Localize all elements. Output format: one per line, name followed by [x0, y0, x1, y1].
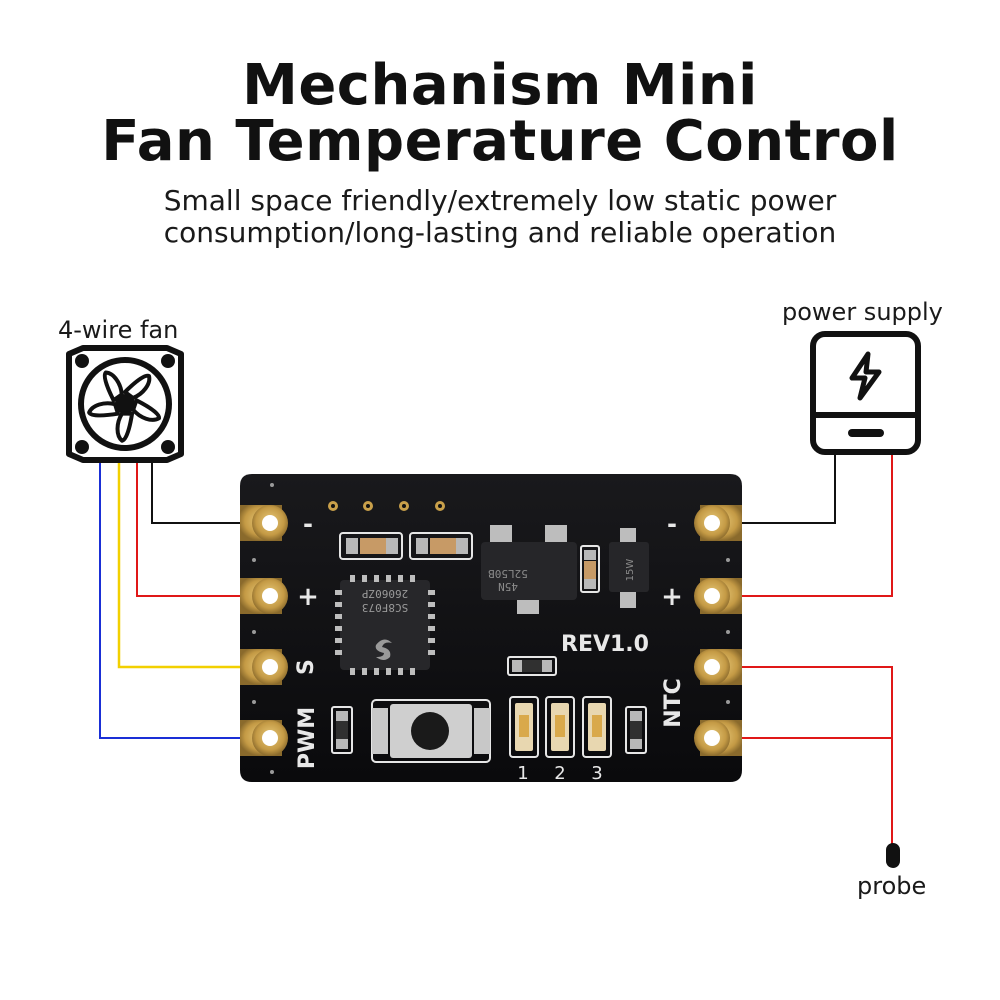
led-number-3: 3: [591, 763, 602, 784]
fan-wire-black: [151, 463, 258, 524]
probe-label: probe: [857, 872, 927, 900]
led-indicators: 1 2 3: [509, 696, 612, 784]
pin-label-left-pos: +: [297, 582, 319, 612]
pin-label-left-neg: -: [303, 510, 313, 538]
regulator-text-1: 52L50B: [488, 567, 528, 580]
subtitle-line-2: consumption/long-lasting and reliable op…: [163, 216, 837, 249]
lightning-icon: [849, 351, 882, 401]
power-supply-icon: [810, 331, 921, 455]
fan-wire-blue: [99, 463, 258, 739]
fan-wire-red: [136, 463, 258, 597]
led-number-2: 2: [554, 763, 565, 784]
mcu-chip: SC8F073 26060ZP: [335, 575, 435, 675]
power-supply-label: power supply: [782, 298, 943, 326]
probe-wires: [718, 666, 893, 845]
reset-button[interactable]: [371, 699, 491, 763]
pin-label-right-ntc: NTC: [661, 678, 686, 728]
pin-label-left-s: S: [294, 659, 319, 675]
pin-label-right-neg: -: [667, 510, 677, 538]
mcu-text-2: 26060ZP: [361, 587, 408, 600]
probe-wire-1: [718, 666, 893, 845]
left-pads: [240, 505, 288, 756]
led-number-1: 1: [517, 763, 528, 784]
fan-wire-yellow: [117, 463, 258, 669]
diode: 15W: [609, 528, 649, 608]
revision-label: REV1.0: [561, 632, 649, 657]
fan-label: 4-wire fan: [58, 316, 179, 344]
mcu-text-1: SC8F073: [362, 601, 408, 614]
title-line-1: Mechanism Mini: [242, 53, 758, 118]
pin-label-left-pwm: PWM: [295, 707, 320, 769]
pcb-board: 52L50B 45N 15W SC8F073 26060ZP: [240, 474, 742, 784]
regulator-chip: 52L50B 45N: [481, 525, 577, 614]
fan-icon: [66, 345, 184, 463]
chip-logo-icon: [375, 639, 392, 660]
probe-icon: [886, 843, 900, 868]
regulator-text-2: 45N: [498, 580, 518, 593]
power-wires: [718, 452, 893, 597]
diode-text: 15W: [625, 559, 636, 582]
pin-label-right-pos: +: [661, 582, 683, 612]
power-wire-black: [718, 452, 836, 524]
power-wire-red: [718, 452, 893, 597]
subtitle-line-1: Small space friendly/extremely low stati…: [163, 184, 837, 217]
title-line-2: Fan Temperature Control: [101, 109, 899, 174]
fan-wires: [99, 463, 258, 739]
right-pads: [694, 505, 742, 756]
